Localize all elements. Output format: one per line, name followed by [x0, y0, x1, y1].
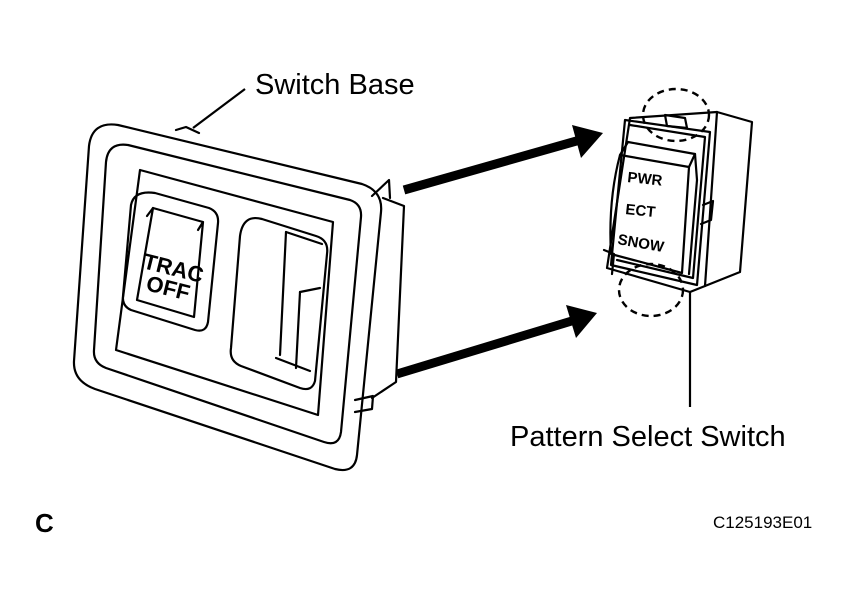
pattern-switch-dashed-highlights — [617, 87, 711, 318]
lower-arrow — [395, 305, 597, 379]
position-label-snow: SNOW — [616, 231, 666, 256]
figure-corner-letter: C — [35, 508, 54, 538]
position-label-ect: ECT — [625, 201, 657, 221]
pattern-select-switch-drawing — [602, 110, 754, 294]
top-claw-highlight — [641, 87, 711, 143]
upper-arrow — [402, 125, 603, 195]
switch-base-callout: Switch Base — [255, 69, 415, 101]
pattern-select-switch-callout: Pattern Select Switch — [510, 421, 786, 453]
switch-base-leader-line — [192, 88, 246, 129]
leader-lines — [192, 88, 692, 407]
position-label-pwr: PWR — [627, 169, 664, 190]
direction-arrows — [395, 125, 603, 379]
switch-base-drawing — [72, 123, 406, 472]
bottom-claw-highlight — [617, 262, 685, 318]
figure-reference-code: C125193E01 — [713, 513, 813, 532]
